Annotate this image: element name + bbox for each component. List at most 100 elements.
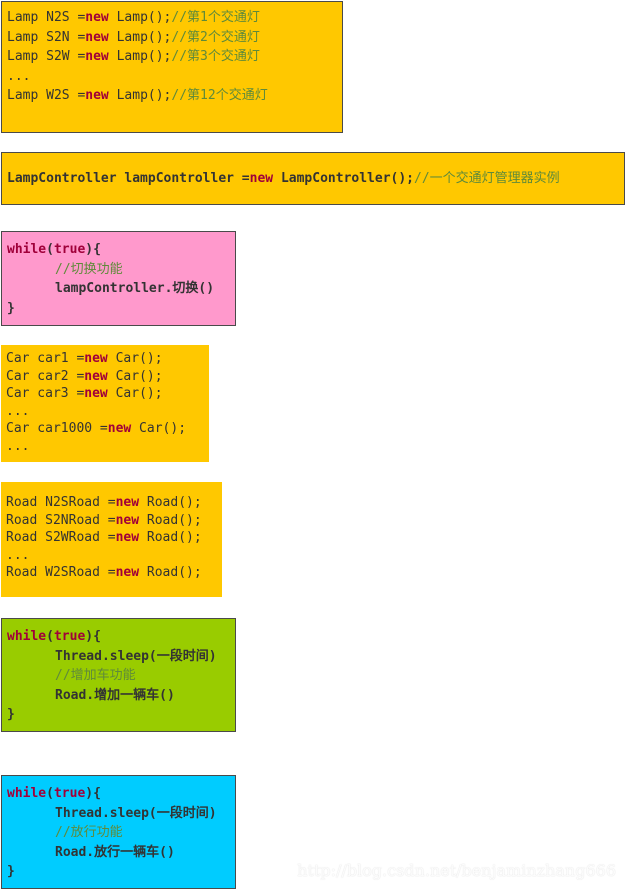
code-line: Road.放行一辆车(): [7, 843, 235, 863]
ellipsis: ...: [6, 547, 30, 563]
keyword: new: [115, 512, 140, 528]
code-text: Car();: [107, 351, 163, 366]
keyword: new: [84, 386, 108, 402]
keyword: true: [53, 629, 86, 644]
keyword: while: [7, 786, 47, 801]
code-text: ){: [85, 242, 101, 257]
code-text: Car car1000 =: [6, 421, 108, 437]
controller-code-box: LampController lampController =new LampC…: [1, 152, 625, 205]
code-line: Car car1 =new Car();: [6, 350, 209, 368]
code-line: ...: [6, 438, 209, 456]
code-line: //切换功能: [7, 260, 235, 280]
code-line: Road S2NRoad =new Road();: [6, 512, 222, 530]
comment: //切换功能: [55, 261, 123, 277]
code-line: //增加车功能: [7, 666, 235, 686]
code-text: Car car1 =: [6, 351, 85, 366]
roads-code-box: Road N2SRoad =new Road(); Road S2NRoad =…: [1, 482, 222, 597]
code-line: ...: [7, 67, 342, 87]
code-text: Lamp();: [108, 88, 172, 103]
comment: //第3个交通灯: [171, 49, 260, 64]
keyword: new: [85, 10, 109, 25]
keyword: while: [7, 242, 47, 257]
code-line: Road N2SRoad =new Road();: [6, 494, 222, 512]
code-text: Lamp();: [108, 49, 172, 64]
code-line: lampController.切换(): [7, 279, 235, 299]
add-car-loop-box: while(true){ Thread.sleep(一段时间) //增加车功能 …: [1, 618, 236, 732]
code-text: Road S2NRoad =: [6, 512, 116, 528]
code-text: Lamp W2S =: [7, 88, 86, 103]
code-text: Thread.sleep(一段时间): [55, 648, 217, 664]
code-line: Car car3 =new Car();: [6, 385, 209, 403]
code-text: Road S2WRoad =: [6, 530, 116, 546]
watermark: http://blog.csdn.net/benjaminzhang666: [297, 861, 616, 880]
keyword: new: [107, 421, 132, 437]
code-line: Lamp S2N =new Lamp();//第2个交通灯: [7, 28, 342, 48]
ellipsis: ...: [6, 403, 30, 419]
comment: //第2个交通灯: [171, 29, 260, 45]
code-text: Car();: [107, 368, 163, 384]
code-line: ...: [6, 403, 209, 421]
code-text: Lamp();: [108, 29, 172, 45]
keyword: new: [85, 29, 109, 45]
lamps-code-box: Lamp N2S =new Lamp();//第1个交通灯 Lamp S2N =…: [1, 1, 343, 133]
code-text: }: [7, 864, 15, 879]
comment: //一个交通灯管理器实例: [414, 171, 560, 186]
code-line: }: [7, 299, 235, 319]
keyword: new: [249, 171, 274, 186]
keyword: true: [53, 786, 86, 801]
comment: //增加车功能: [55, 668, 136, 683]
comment: //第1个交通灯: [171, 10, 260, 25]
comment: //第12个交通灯: [171, 88, 268, 103]
code-line: while(true){: [7, 627, 235, 647]
keyword: new: [84, 351, 108, 366]
code-text: Road();: [139, 565, 202, 581]
code-text: ){: [85, 786, 101, 801]
code-text: lampController.切换(): [55, 281, 215, 296]
comment: //放行功能: [55, 825, 123, 840]
code-text: Road();: [139, 512, 202, 528]
code-line: while(true){: [7, 240, 235, 260]
ellipsis: ...: [6, 438, 30, 454]
code-text: Road N2SRoad =: [6, 495, 116, 510]
code-text: Lamp S2N =: [7, 29, 86, 45]
cars-code-box: Car car1 =new Car(); Car car2 =new Car()…: [1, 345, 209, 462]
code-line: ...: [6, 547, 222, 565]
keyword: new: [115, 565, 140, 581]
code-text: (: [46, 786, 54, 801]
code-text: LampController lampController =: [7, 171, 250, 186]
code-line: Road W2SRoad =new Road();: [6, 564, 222, 582]
code-line: LampController lampController =new LampC…: [7, 169, 624, 189]
code-text: Car();: [131, 421, 187, 437]
code-line: Car car1000 =new Car();: [6, 420, 209, 438]
code-text: Car car2 =: [6, 368, 85, 384]
keyword: new: [115, 495, 140, 510]
code-text: Road();: [139, 495, 202, 510]
keyword: while: [7, 629, 47, 644]
code-line: Lamp S2W =new Lamp();//第3个交通灯: [7, 47, 342, 67]
code-text: (: [46, 629, 54, 644]
code-text: (: [46, 242, 54, 257]
keyword: new: [85, 88, 109, 103]
keyword: new: [85, 49, 109, 64]
keyword: true: [53, 242, 86, 257]
code-line: Lamp N2S =new Lamp();//第1个交通灯: [7, 8, 342, 28]
code-text: Lamp N2S =: [7, 10, 86, 25]
code-text: Road();: [139, 530, 202, 546]
release-loop-box: while(true){ Thread.sleep(一段时间) //放行功能 R…: [1, 775, 236, 889]
code-text: ){: [85, 629, 101, 644]
code-line: while(true){: [7, 784, 235, 804]
code-text: Lamp S2W =: [7, 49, 86, 64]
code-line: Road S2WRoad =new Road();: [6, 529, 222, 547]
code-text: Road W2SRoad =: [6, 565, 116, 581]
code-line: Thread.sleep(一段时间): [7, 804, 235, 824]
code-text: Thread.sleep(一段时间): [55, 805, 217, 821]
code-text: Car();: [107, 386, 163, 402]
ellipsis: ...: [7, 68, 31, 84]
code-line: Car car2 =new Car();: [6, 368, 209, 386]
code-line: //放行功能: [7, 823, 235, 843]
code-line: Road.增加一辆车(): [7, 686, 235, 706]
code-text: }: [7, 300, 15, 316]
code-line: Thread.sleep(一段时间): [7, 647, 235, 667]
code-line: Lamp W2S =new Lamp();//第12个交通灯: [7, 86, 342, 106]
